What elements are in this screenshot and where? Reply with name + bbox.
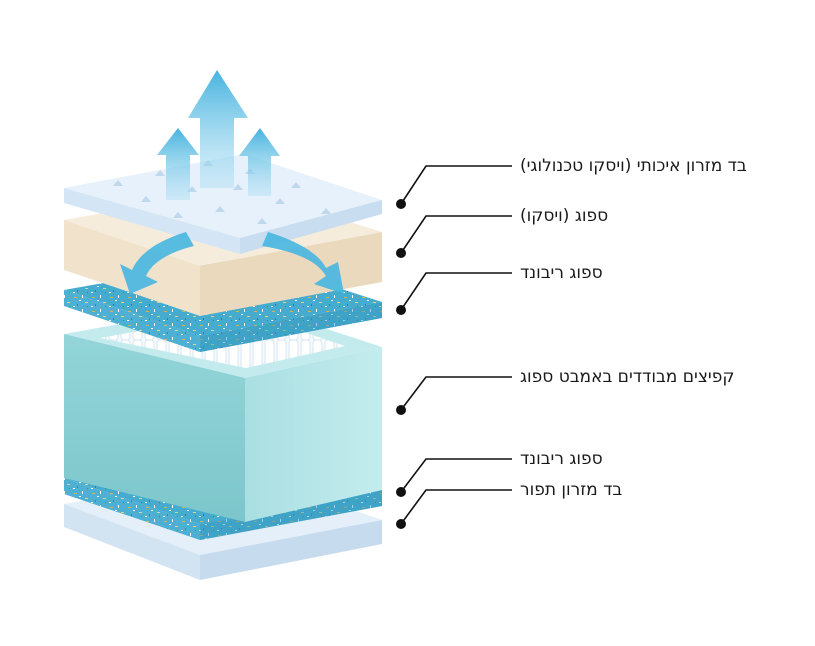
leader-line-top-fabric (400, 165, 512, 205)
label-top-fabric: בד מזרון איכותי (ויסקו טכנולוגי) (520, 156, 747, 176)
leader-line-pocket-springs (400, 376, 512, 411)
label-pocket-springs: קפיצים מבודדים באמבט ספוג (520, 367, 735, 387)
leader-line-visco-foam (400, 215, 512, 254)
leader-line-rebond-foam-top (400, 272, 512, 311)
leader-line-rebond-foam-bottom (400, 458, 512, 493)
leader-lines (400, 165, 512, 525)
leader-dots (396, 199, 406, 529)
label-rebond-foam-top: ספוג ריבונד (520, 263, 603, 283)
leader-line-bottom-fabric (400, 489, 512, 525)
airflow-arrows-icon (120, 70, 344, 294)
label-bottom-fabric: בד מזרון תפור (520, 480, 623, 500)
label-rebond-foam-bottom: ספוג ריבונד (520, 449, 603, 469)
label-visco-foam: ספוג (ויסקו) (520, 206, 609, 226)
